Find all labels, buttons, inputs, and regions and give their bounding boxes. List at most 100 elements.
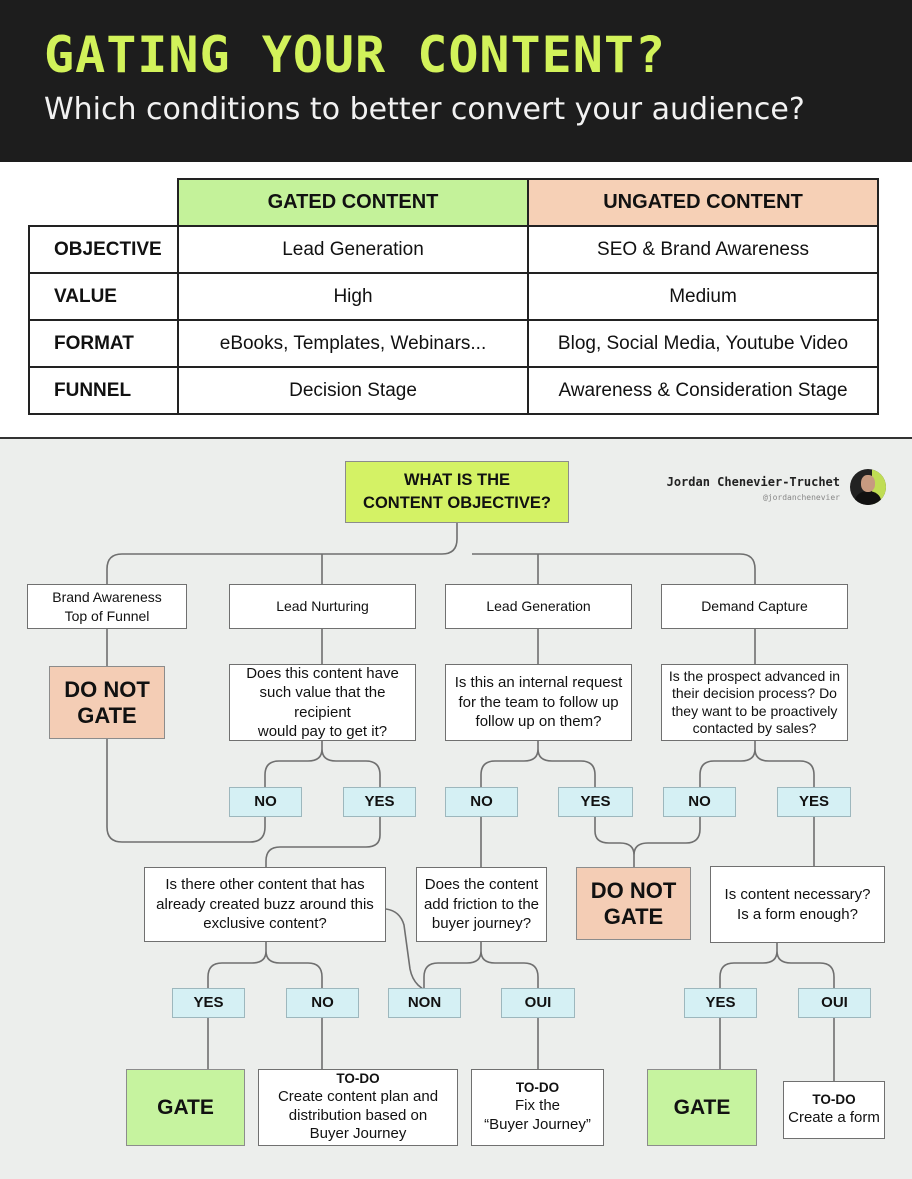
q-friction-line-2: add friction to the [424,895,539,915]
answer-form-oui: OUI [798,988,871,1018]
objective-demand-capture: Demand Capture [661,584,848,629]
q-friction-line-3: buyer journey? [432,914,531,934]
outcome-do-not-gate-mid: DO NOT GATE [576,867,691,940]
todo-plan-line-1: Create content plan and [278,1088,438,1107]
q-buzz-line-3: exclusive content? [203,914,326,934]
row-label-funnel: FUNNEL [29,367,178,414]
cell-ungated-format: Blog, Social Media, Youtube Video [528,320,878,367]
root-line-1: WHAT IS THE [404,469,510,492]
todo-fix-line-2: “Buyer Journey” [484,1116,591,1135]
q-demand-line-3: they want to be proactively [672,703,838,721]
table-header-row: GATED CONTENT UNGATED CONTENT [29,179,878,226]
q-leadgen-line-3: follow up on them? [476,712,602,732]
q-leadgen-line-1: Is this an internal request [455,673,623,693]
todo-content-plan: TO-DO Create content plan and distributi… [258,1069,458,1146]
row-label-objective: OBJECTIVE [29,226,178,273]
q-demand-line-4: contacted by sales? [693,720,817,738]
q-buzz-line-2: already created buzz around this [156,895,374,915]
answer-nurturing-no: NO [229,787,302,817]
question-existing-buzz: Is there other content that has already … [144,867,386,942]
root-line-2: CONTENT OBJECTIVE? [363,492,551,515]
row-label-value: VALUE [29,273,178,320]
todo-create-form: TO-DO Create a form [783,1081,885,1139]
q-demand-line-1: Is the prospect advanced in [669,668,840,686]
objective-brand-line-2: Top of Funnel [65,607,150,625]
q-buzz-line-1: Is there other content that has [165,875,364,895]
answer-nurturing-yes: YES [343,787,416,817]
answer-leadgen-yes: YES [558,787,633,817]
outcome-gate-right: GATE [647,1069,757,1146]
avatar [850,469,886,505]
todo-plan-title: TO-DO [336,1071,379,1088]
answer-demand-yes: YES [777,787,851,817]
answer-leadgen-no: NO [445,787,518,817]
cell-gated-funnel: Decision Stage [178,367,528,414]
header-gated-content: GATED CONTENT [178,179,528,226]
todo-form-title: TO-DO [812,1092,855,1109]
connector-friction-branches [424,942,538,990]
cell-ungated-funnel: Awareness & Consideration Stage [528,367,878,414]
header-ungated-content: UNGATED CONTENT [528,179,878,226]
answer-demand-no: NO [663,787,736,817]
question-internal-request: Is this an internal request for the team… [445,664,632,741]
table-corner [29,179,178,226]
row-label-format: FORMAT [29,320,178,367]
page-title: GATING YOUR CONTENT? [44,30,666,80]
answer-buzz-yes: YES [172,988,245,1018]
connector-root-split [107,523,457,584]
q-nurturing-line-3: would pay to get it? [258,722,387,742]
dng-left-line-2: GATE [77,703,136,728]
page-subtitle: Which conditions to better convert your … [44,92,805,127]
root-question-box: WHAT IS THE CONTENT OBJECTIVE? [345,461,569,523]
connector-buzz-branches [208,942,322,990]
todo-fix-line-1: Fix the [515,1097,560,1116]
cell-ungated-objective: SEO & Brand Awareness [528,226,878,273]
answer-form-yes: YES [684,988,757,1018]
connector-yes-buzz [266,817,380,867]
cell-ungated-value: Medium [528,273,878,320]
q-nurturing-line-1: Does this content have [246,664,399,684]
author-handle: @jordanchenevier [642,493,840,502]
question-prospect-advanced: Is the prospect advanced in their decisi… [661,664,848,741]
decision-flowchart: WHAT IS THE CONTENT OBJECTIVE? Jordan Ch… [0,439,912,1179]
question-buyer-friction: Does the content add friction to the buy… [416,867,547,942]
dng-mid-line-1: DO NOT [591,878,677,903]
answer-friction-non: NON [388,988,461,1018]
connector-merge-dng [595,817,700,869]
question-value-worth-paying: Does this content have such value that t… [229,664,416,741]
author-name: Jordan Chenevier-Truchet [642,475,840,489]
author-credit: Jordan Chenevier-Truchet @jordanchenevie… [642,475,840,502]
answer-friction-oui: OUI [501,988,575,1018]
connector-leadgen-branches [481,741,595,789]
connector-root-demand [472,554,755,584]
answer-buzz-no: NO [286,988,359,1018]
cell-gated-format: eBooks, Templates, Webinars... [178,320,528,367]
outcome-gate-left: GATE [126,1069,245,1146]
objective-lead-nurturing: Lead Nurturing [229,584,416,629]
objective-brand-line-1: Brand Awareness [52,588,161,606]
q-form-line-2: Is a form enough? [737,905,858,925]
q-nurturing-line-2: such value that the recipient [234,683,411,722]
cell-gated-objective: Lead Generation [178,226,528,273]
q-leadgen-line-2: for the team to follow up [458,693,618,713]
todo-fix-title: TO-DO [516,1080,559,1097]
table-row: FUNNEL Decision Stage Awareness & Consid… [29,367,878,414]
table-row: VALUE High Medium [29,273,878,320]
todo-plan-line-3: Buyer Journey [310,1125,407,1144]
todo-plan-line-2: distribution based on [289,1107,427,1126]
dng-mid-line-2: GATE [604,904,663,929]
question-form-enough: Is content necessary? Is a form enough? [710,866,885,943]
connector-form-branches [720,943,834,990]
avatar-body [855,491,881,505]
objective-brand-awareness: Brand Awareness Top of Funnel [27,584,187,629]
cell-gated-value: High [178,273,528,320]
todo-fix-buyer-journey: TO-DO Fix the “Buyer Journey” [471,1069,604,1146]
q-form-line-1: Is content necessary? [725,885,871,905]
connector-nurturing-branches [265,741,380,789]
table-row: FORMAT eBooks, Templates, Webinars... Bl… [29,320,878,367]
header-banner: GATING YOUR CONTENT? Which conditions to… [0,0,912,162]
q-demand-line-2: their decision process? Do [672,685,837,703]
q-friction-line-1: Does the content [425,875,538,895]
dng-left-line-1: DO NOT [64,677,150,702]
avatar-face [861,475,875,492]
